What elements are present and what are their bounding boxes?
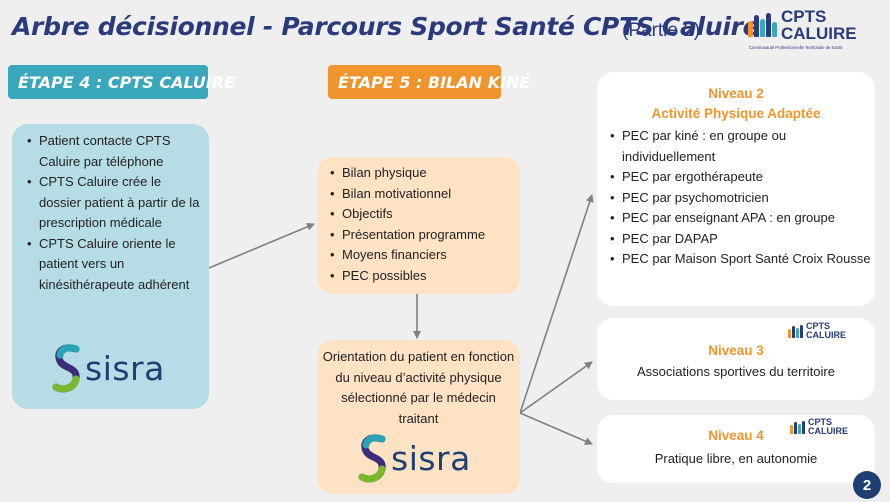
step5-tag: ÉTAPE 5 : BILAN KINÉ — [328, 65, 530, 99]
cpts-logo-tagline-wrap: Communauté Professionnelle Territoriale … — [749, 45, 843, 50]
logo-line1: CPTS — [808, 417, 833, 427]
cpts-figures-icon — [788, 324, 803, 338]
logo-line2: CALUIRE — [806, 330, 846, 340]
list-item: PEC par enseignant APA : en groupe — [610, 208, 872, 229]
orientation-text: Orientation du patient en fonction du ni… — [322, 349, 515, 426]
niveau3-box — [597, 318, 875, 400]
list-item: PEC par psychomotricien — [610, 188, 872, 209]
page-title-part: (Partie 2) — [622, 20, 701, 41]
list-item: PEC par kiné : en groupe ou individuelle… — [610, 126, 872, 167]
cpts-logo-small: CPTS CALUIRE — [790, 418, 848, 436]
arrow-step4-to-step5 — [208, 223, 315, 269]
list-item: Moyens financiers — [330, 245, 516, 266]
step4-list: Patient contacte CPTS Caluire par téléph… — [27, 131, 205, 295]
page-title: Arbre décisionnel - Parcours Sport Santé… — [12, 12, 760, 41]
page-number-badge: 2 — [853, 471, 881, 499]
step5-list: Bilan physique Bilan motivationnel Objec… — [330, 163, 516, 286]
list-item: Bilan motivationnel — [330, 184, 516, 205]
niveau2-title: Niveau 2 — [708, 86, 764, 101]
arrow-to-niveau4 — [519, 412, 593, 445]
cpts-figures-icon — [748, 13, 777, 37]
logo-line1: CPTS — [781, 7, 827, 26]
sisra-logo-step5: sisra — [358, 433, 471, 483]
list-item: PEC par Maison Sport Santé Croix Rousse — [610, 249, 872, 270]
niveau4-text: Pratique libre, en autonomie — [654, 451, 818, 466]
step5-orientation-box — [317, 340, 520, 494]
list-item: PEC par DAPAP — [610, 229, 872, 250]
sisra-s-icon — [52, 344, 80, 393]
step4-tag: ÉTAPE 4 : CPTS CALUIRE — [8, 65, 235, 99]
niveau3-title: Niveau 3 — [708, 343, 764, 358]
list-item: Objectifs — [330, 204, 516, 225]
arrow-to-niveau2 — [519, 194, 594, 414]
arrow-to-niveau3 — [519, 361, 593, 414]
list-item: Bilan physique — [330, 163, 516, 184]
logo-tagline: Communauté Professionnelle Territoriale … — [749, 45, 843, 50]
cpts-figures-icon — [790, 420, 805, 434]
sisra-logo-step4: sisra — [52, 343, 165, 393]
sisra-s-icon — [358, 434, 386, 483]
sisra-text: sisra — [391, 438, 471, 478]
list-item: CPTS Caluire oriente le patient vers un … — [27, 234, 205, 296]
niveau2-subtitle: Activité Physique Adaptée — [651, 106, 821, 121]
logo-line2: CALUIRE — [781, 24, 857, 43]
list-item: PEC possibles — [330, 266, 516, 287]
logo-line2: CALUIRE — [808, 426, 848, 436]
logo-line1: CPTS — [806, 321, 831, 331]
cpts-logo-small: CPTS CALUIRE — [788, 322, 846, 340]
cpts-logo: CPTS CALUIRE — [748, 8, 857, 42]
niveau3-text: Associations sportives du territoire — [637, 364, 835, 379]
sisra-text: sisra — [85, 348, 165, 388]
list-item: PEC par ergothérapeute — [610, 167, 872, 188]
list-item: Patient contacte CPTS Caluire par téléph… — [27, 131, 205, 172]
niveau4-title: Niveau 4 — [708, 428, 764, 443]
niveau2-list: PEC par kiné : en groupe ou individuelle… — [610, 126, 872, 270]
niveau4-box — [597, 415, 875, 483]
list-item: CPTS Caluire crée le dossier patient à p… — [27, 172, 205, 234]
list-item: Présentation programme — [330, 225, 516, 246]
